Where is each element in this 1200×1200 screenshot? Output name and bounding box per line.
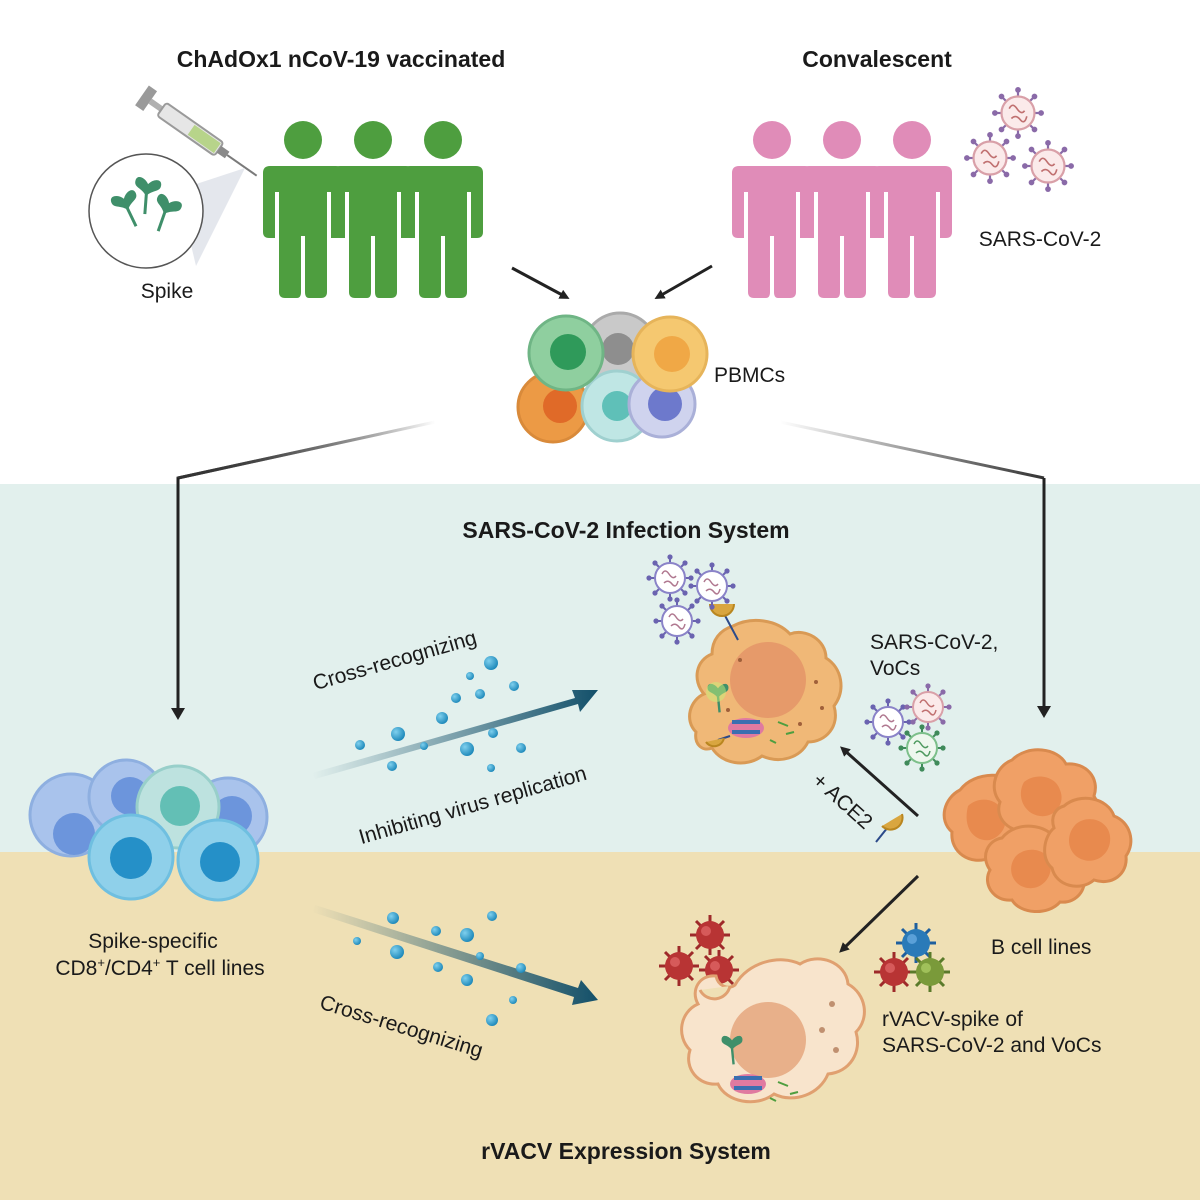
expression-host-cell [680, 957, 866, 1104]
spike-label: Spike [140, 280, 194, 303]
b-cell-cluster [942, 748, 1133, 913]
arrow-vaccinated-to-pbmcs [511, 266, 570, 299]
cytokine-dots-bottom [353, 911, 526, 1026]
infected-host-cell [688, 619, 843, 765]
rvacv-label-line2: SARS-CoV-2 and VoCs [882, 1034, 1102, 1057]
sars-cov-2-label: SARS-CoV-2 [978, 228, 1102, 251]
arrow-b-cells-to-expression-cell [839, 874, 920, 953]
sars-cov-2-virus-icon [962, 85, 1076, 194]
b-cell-lines-label: B cell lines [991, 936, 1092, 959]
t-cell-lines-label-line1: Spike-specific [88, 930, 218, 953]
ace2-receptor-icon [875, 813, 904, 843]
syringe-icon [135, 85, 258, 177]
infection-system-title: SARS-CoV-2 Infection System [462, 517, 790, 543]
cytokine-dots-top [355, 656, 526, 772]
rvacv-label-line1: rVACV-spike of [882, 1008, 1023, 1031]
vaccinated-people-icon [263, 121, 483, 298]
convalescent-title: Convalescent [802, 46, 952, 72]
pbmcs-label: PBMCs [714, 364, 786, 387]
ace2-transduction-arrow [840, 746, 919, 818]
sars-vocs-label-line1: SARS-CoV-2, [870, 631, 999, 654]
cross-recognizing-arrow-top [312, 690, 598, 779]
pbmcs-cell-cluster [516, 311, 709, 444]
arrow-pbmcs-to-b-cells [779, 420, 1045, 480]
sars-vocs-label-line2: VoCs [870, 657, 921, 680]
expression-system-title: rVACV Expression System [481, 1138, 771, 1164]
t-cell-lines-label-line2: CD8+/CD4+ T cell lines [55, 955, 265, 980]
arrow-convalescent-to-pbmcs [654, 264, 713, 299]
convalescent-people-icon [732, 121, 952, 298]
expression-system-band [0, 852, 1200, 1200]
ace2-receptor-icon-cell [705, 603, 739, 748]
rvacv-virus-cluster-right [872, 923, 950, 994]
vaccinated-title: ChAdOx1 nCoV-19 vaccinated [176, 46, 506, 72]
cross-recognizing-arrow-bottom [312, 905, 598, 1005]
t-cell-cluster [28, 758, 269, 902]
